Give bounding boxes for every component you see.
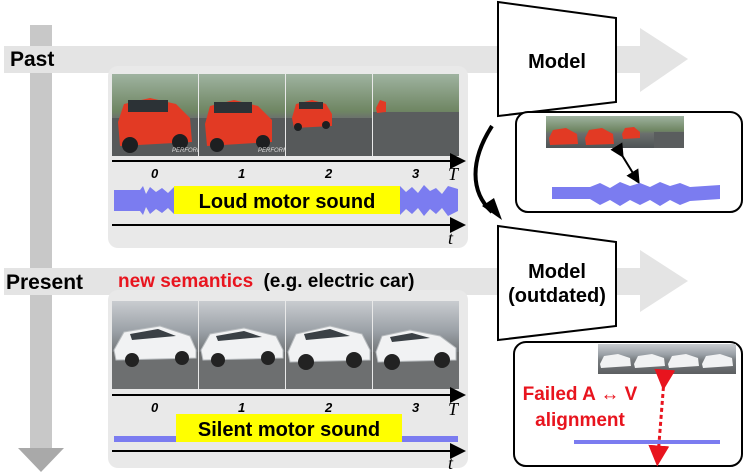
past-result-waveform xyxy=(552,182,720,206)
present-result-waveform xyxy=(574,440,720,444)
present-model-block: Model (outdated) xyxy=(497,224,617,342)
new-semantics-text: new semantics (e.g. electric car) xyxy=(118,271,414,292)
present-frame-index-1: 1 xyxy=(238,400,245,415)
present-frame-1 xyxy=(199,301,285,389)
past-audio-caption-box xyxy=(174,186,400,214)
present-time-axis-label: t xyxy=(448,453,454,473)
present-model-label: Model xyxy=(528,261,586,283)
past-model-block: Model xyxy=(497,0,617,118)
present-frames xyxy=(112,301,459,389)
present-frame-index-0: 0 xyxy=(151,400,159,415)
past-frame-3 xyxy=(373,74,459,156)
past-to-present-arrow xyxy=(473,124,494,214)
present-frame-index-2: 2 xyxy=(324,400,333,415)
present-frame-axis: 0 1 2 3 T xyxy=(112,387,466,419)
past-frame-1: PERFORMAN xyxy=(199,74,297,156)
present-frame-axis-label: T xyxy=(448,399,460,419)
present-result-box: Failed A ↔ V alignment xyxy=(513,341,743,467)
past-frames: PERFORMAN PERFORMAN xyxy=(112,74,459,156)
past-result-thumbnails xyxy=(546,116,684,148)
semantics-highlight: new semantics xyxy=(118,271,253,292)
present-audio-caption-box xyxy=(176,414,402,442)
present-frame-2 xyxy=(286,301,372,389)
past-label: Past xyxy=(10,48,54,71)
frame-watermark: PERFORMAN xyxy=(172,148,211,154)
past-frame-0: PERFORMAN xyxy=(112,74,211,156)
present-model-status: (outdated) xyxy=(508,285,606,307)
past-frame-index-0: 0 xyxy=(151,166,159,181)
present-audio-caption: Silent motor sound xyxy=(198,419,380,441)
present-time-axis: t xyxy=(112,443,466,473)
failed-alignment-line1: Failed A ↔ V xyxy=(523,384,638,405)
semantics-example: (e.g. electric car) xyxy=(263,271,414,292)
past-time-axis-label: t xyxy=(448,228,454,248)
past-frame-index-2: 2 xyxy=(324,166,333,181)
past-frame-2 xyxy=(286,74,372,156)
present-waveform: Silent motor sound xyxy=(114,414,458,442)
past-model-label: Model xyxy=(528,51,586,73)
present-result-thumbnails xyxy=(598,344,736,374)
past-to-present-arrowhead xyxy=(482,198,502,220)
frame-watermark-copy: PERFORMAN xyxy=(258,148,297,154)
present-frame-3 xyxy=(373,301,459,389)
past-alignment-arrow xyxy=(610,142,640,184)
present-frame-index-3: 3 xyxy=(412,400,420,415)
past-result-box xyxy=(515,111,743,213)
past-waveform: Loud motor sound xyxy=(114,185,458,216)
past-frame-axis: 0 1 2 3 T xyxy=(112,153,466,184)
past-frame-index-1: 1 xyxy=(238,166,245,181)
present-label: Present xyxy=(6,271,83,294)
past-frame-axis-label: T xyxy=(448,164,460,184)
past-time-axis: t xyxy=(112,217,466,248)
vertical-time-arrow xyxy=(18,25,64,472)
failed-alignment-line2: alignment xyxy=(535,410,625,431)
present-frame-0 xyxy=(112,301,198,389)
past-frame-index-3: 3 xyxy=(412,166,420,181)
past-audio-caption: Loud motor sound xyxy=(199,191,376,213)
